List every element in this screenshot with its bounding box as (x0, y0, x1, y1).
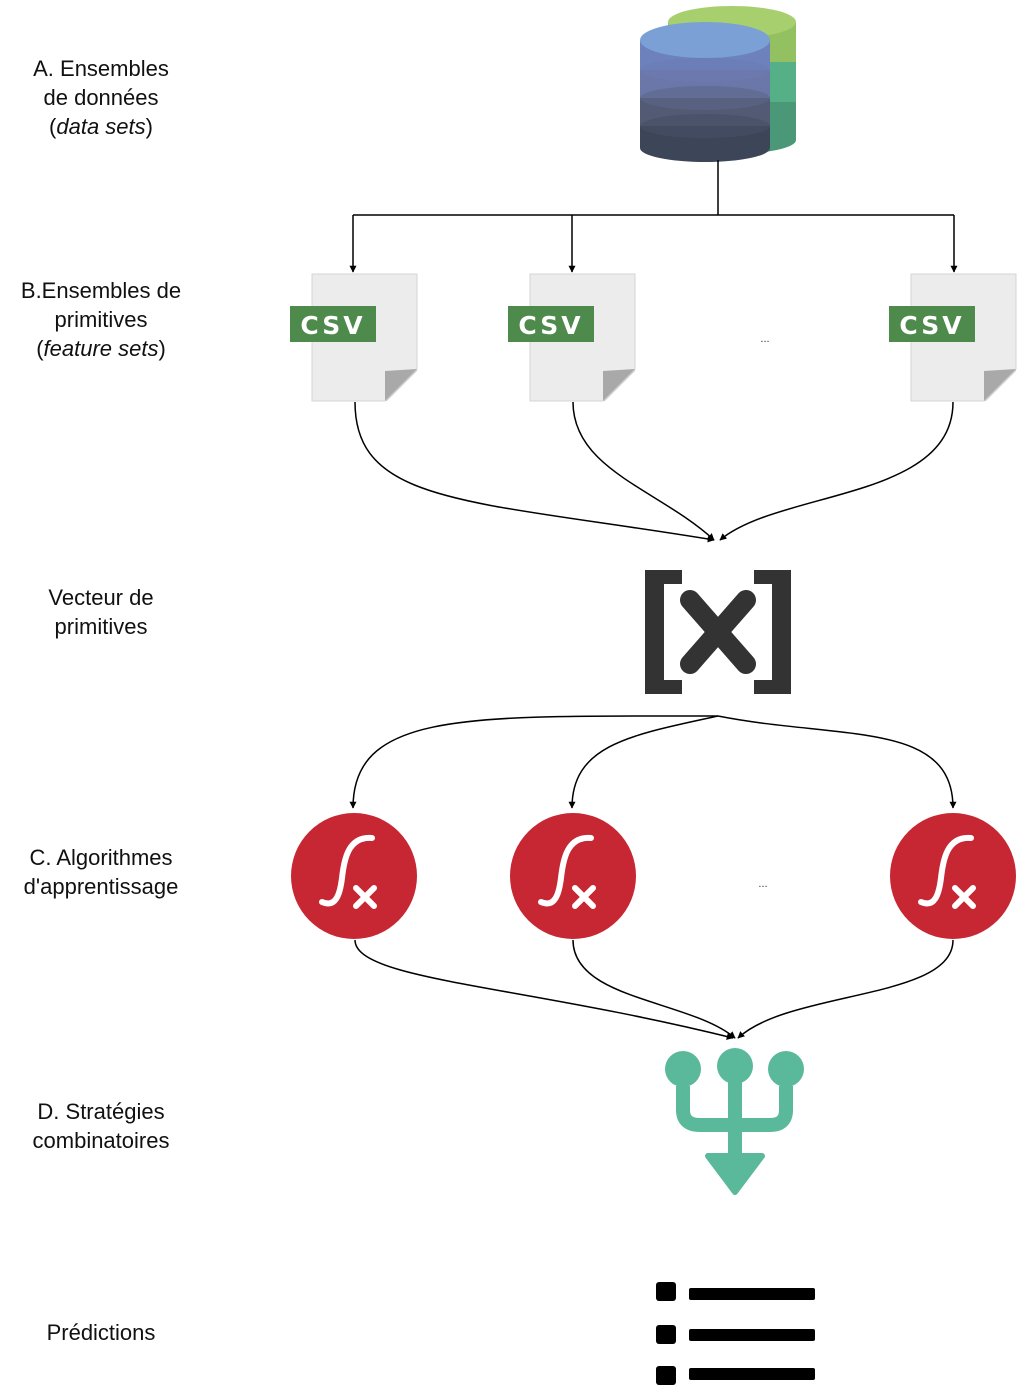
csv-file-icon: CSV (290, 273, 418, 402)
ellipsis-algorithms: ... (758, 878, 767, 890)
csv-file-icon: CSV (508, 273, 636, 402)
function-icon (510, 813, 636, 939)
svg-text:CSV: CSV (518, 311, 583, 340)
connector-db-to-csv (349, 160, 958, 273)
list-icon (656, 1282, 815, 1385)
function-icon (890, 813, 1016, 939)
function-icon (291, 813, 417, 939)
merge-icon (665, 1048, 804, 1195)
csv-file-icon: CSV (889, 273, 1017, 402)
connector-algorithms-to-strategy (354, 939, 954, 1040)
stage-label-learning-algorithms: C. Algorithmes d'apprentissage (23, 845, 179, 899)
svg-text:CSV: CSV (300, 311, 365, 340)
ellipsis-feature-sets: ... (760, 333, 769, 345)
svg-text:CSV: CSV (899, 311, 964, 340)
stage-label-feature-sets: B.Ensembles de primitives (feature sets) (20, 278, 182, 361)
stage-label-feature-vector: Vecteur de primitives (48, 585, 154, 639)
connector-csv-to-vector (354, 401, 954, 543)
stage-label-predictions: Prédictions (46, 1320, 156, 1345)
database-icon (640, 6, 796, 162)
connector-vector-to-algorithms (349, 715, 957, 809)
stage-label-combination-strategies: D. Stratégies combinatoires (32, 1099, 170, 1153)
stage-label-data-sets: A. Ensembles de données (data sets) (33, 56, 169, 139)
feature-vector-icon (645, 570, 791, 694)
